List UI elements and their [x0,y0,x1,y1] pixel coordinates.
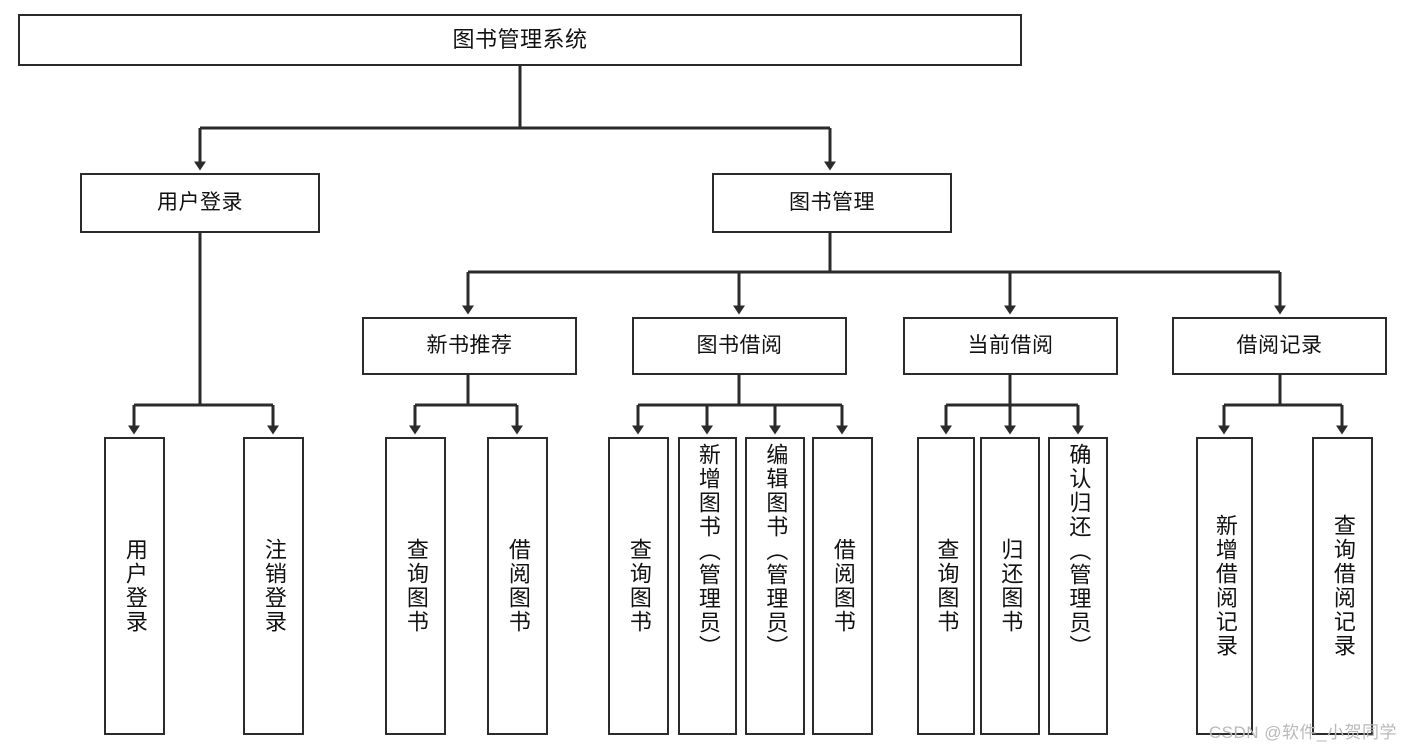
leaf-confirm-return-admin-label: 确认归还（管理员） [1066,443,1092,659]
leaf-query-book-new[interactable]: 查询图书 [385,437,446,735]
leaf-query-borrow-record[interactable]: 查询借阅记录 [1312,437,1373,735]
node-book-borrow[interactable]: 图书借阅 [632,317,847,375]
node-current-borrow-label: 当前借阅 [967,334,1054,358]
leaf-add-book-admin-label: 新增图书（管理员） [695,443,721,659]
leaf-borrow-book-new[interactable]: 借阅图书 [487,437,548,735]
node-new-book-recommend-label: 新书推荐 [426,334,513,358]
leaf-query-borrow-record-label: 查询借阅记录 [1330,514,1356,658]
node-book-management-label: 图书管理 [789,191,875,215]
leaf-borrow-book-new-label: 借阅图书 [505,538,531,634]
leaf-borrow-book[interactable]: 借阅图书 [812,437,873,735]
node-root[interactable]: 图书管理系统 [18,14,1022,66]
leaf-confirm-return-admin[interactable]: 确认归还（管理员） [1048,437,1108,735]
node-root-label: 图书管理系统 [452,26,588,52]
leaf-borrow-book-label: 借阅图书 [830,538,856,634]
node-book-management[interactable]: 图书管理 [712,173,952,233]
leaf-query-book-current-label: 查询图书 [934,538,960,634]
node-borrow-record-label: 借阅记录 [1236,334,1323,358]
watermark-text: CSDN @软件_小贺同学 [1208,723,1397,742]
node-user-login[interactable]: 用户登录 [80,173,320,233]
leaf-query-book-borrow[interactable]: 查询图书 [608,437,669,735]
node-new-book-recommend[interactable]: 新书推荐 [362,317,577,375]
node-user-login-label: 用户登录 [157,191,243,215]
node-current-borrow[interactable]: 当前借阅 [903,317,1118,375]
leaf-logout-login-label: 注销登录 [261,538,287,634]
leaf-query-book-new-label: 查询图书 [403,538,429,634]
leaf-add-book-admin[interactable]: 新增图书（管理员） [678,437,737,735]
leaf-edit-book-admin[interactable]: 编辑图书（管理员） [745,437,805,735]
node-borrow-record[interactable]: 借阅记录 [1172,317,1387,375]
leaf-logout-login[interactable]: 注销登录 [243,437,304,735]
leaf-user-login[interactable]: 用户登录 [104,437,165,735]
leaf-add-borrow-record[interactable]: 新增借阅记录 [1196,437,1253,735]
leaf-query-book-borrow-label: 查询图书 [626,538,652,634]
node-book-borrow-label: 图书借阅 [696,334,783,358]
leaf-return-book-label: 归还图书 [998,538,1024,634]
leaf-add-borrow-record-label: 新增借阅记录 [1212,514,1238,658]
leaf-edit-book-admin-label: 编辑图书（管理员） [763,443,789,659]
leaf-return-book[interactable]: 归还图书 [980,437,1040,735]
leaf-query-book-current[interactable]: 查询图书 [917,437,975,735]
leaf-user-login-label: 用户登录 [122,538,148,634]
